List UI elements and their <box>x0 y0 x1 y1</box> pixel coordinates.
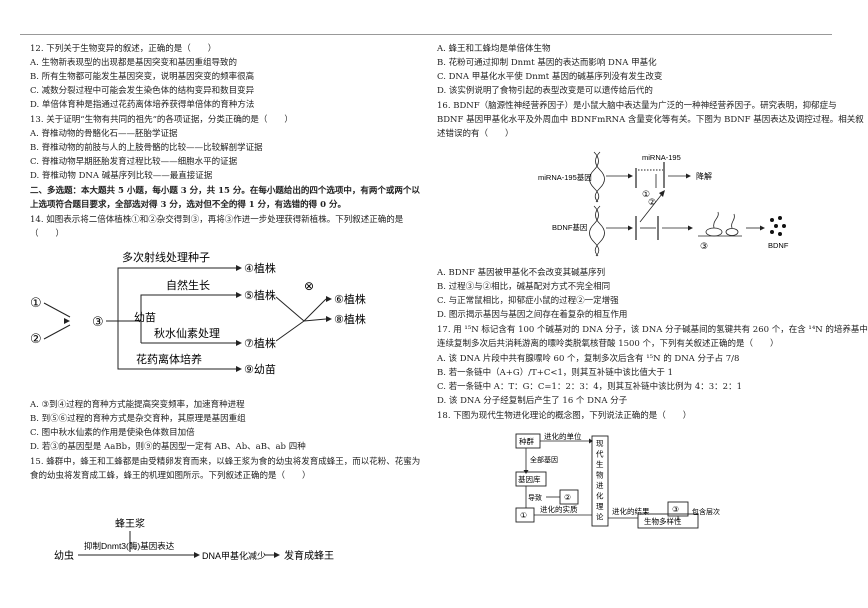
q13-option-a: A. 脊椎动物的骨骼化石——胚胎学证据 <box>30 129 178 139</box>
q17-option-d: D. 该 DNA 分子经复制后产生了 16 个 DNA 分子 <box>437 396 628 406</box>
q16-stem-line3: 述错误的有（ ） <box>437 129 514 139</box>
node-9-seedling: ⑨幼苗 <box>244 363 276 376</box>
q13-option-c: C. 脊椎动物早期胚胎发育过程比较——细胞水平的证据 <box>30 157 238 167</box>
q18-concept-map: 种群 进化的单位 全部基因 基因库 导致 ② ① 进化的实质 现代生物进化理论 … <box>515 431 720 529</box>
q17-stem-line1: 17. 用 ¹⁵N 标记含有 100 个碱基对的 DNA 分子，该 DNA 分子… <box>437 325 868 335</box>
circle-label-1: ① <box>642 189 650 199</box>
q13-option-d: D. 脊椎动物 DNA 碱基序列比较——最直接证据 <box>30 171 213 181</box>
self-cross-symbol: ⊗ <box>304 279 314 293</box>
q15-stem-line1: 15. 蜂群中，蜂王和工蜂都是由受精卵发育而来，以蜂王浆为食的幼虫将发育成蜂王，… <box>30 457 421 467</box>
label-anther-culture: 花药离体培养 <box>136 352 202 366</box>
node-1: ① <box>30 295 42 310</box>
q15-option-b: B. 花粉可通过抑制 Dnmt 基因的表达而影响 DNA 甲基化 <box>437 58 657 68</box>
bdnf-protein-dots <box>770 216 786 236</box>
label-inhibit-dnmt3: 抑制Dnmt3(酶)基因表达 <box>84 541 175 551</box>
q13-option-b: B. 脊椎动物的前肢与人的上肢骨骼的比较——比较解剖学证据 <box>30 143 263 153</box>
q12-option-b: B. 所有生物都可能发生基因突变，说明基因突变的频率很高 <box>30 72 255 82</box>
label-biodiversity: 生物多样性 <box>644 516 682 526</box>
q15-option-a: A. 蜂王和工蜂均是单倍体生物 <box>437 44 551 54</box>
q16-bdnf-diagram: miRNA-195基因 miRNA-195 降解 ① ② BDNF基因 ③ BD… <box>538 151 789 257</box>
circle-label-2: ② <box>648 197 656 207</box>
label-larva: 幼虫 <box>54 549 74 562</box>
node-7-plant: ⑦植株 <box>244 336 276 350</box>
label-natural-growth: 自然生长 <box>166 278 210 292</box>
q16-option-d: D. 图示揭示基因与基因之间存在着复杂的相互作用 <box>437 310 628 320</box>
page-top-rule <box>20 34 832 35</box>
section2-heading-line2: 上选项符合题目要求，全部选对得 3 分，选对但不全的得 1 分，有选错的得 0 … <box>30 200 347 210</box>
box-theory <box>591 435 609 527</box>
label-mirna-195: miRNA-195 <box>642 153 681 162</box>
q17-stem-line2: 连续复制多次后共消耗游离的嘌呤类脱氧核苷酸 1500 个，下列有关叙述正确的是（… <box>437 339 779 349</box>
q14-option-a: A. ③到④过程的育种方式能提高突变频率，加速育种进程 <box>30 400 245 410</box>
q16-stem-line1: 16. BDNF（脑源性神经营养因子）是小鼠大脑中表达量为广泛的一种神经营养因子… <box>437 101 837 111</box>
q14-stem-line1: 14. 如图表示将二倍体植株①和②杂交得到③，再将③作进一步处理获得新植株。下列… <box>30 215 404 225</box>
label-population: 种群 <box>519 436 534 446</box>
label-unit-of-evolution: 进化的单位 <box>544 431 582 441</box>
q17-option-a: A. 该 DNA 片段中共有腺嘌呤 60 个，复制多次后含有 ¹⁵N 的 DNA… <box>437 354 740 364</box>
circle-label-3: ③ <box>700 241 708 251</box>
node-2: ② <box>30 331 42 346</box>
q13-stem: 13. 关于证明“生物有共同的祖先”的各项证据，分类正确的是（ ） <box>30 115 293 125</box>
q16-option-c: C. 与正常鼠相比，抑郁症小鼠的过程②一定增强 <box>437 296 619 306</box>
q15-mechanism-diagram: 蜂王浆 幼虫 抑制Dnmt3(酶)基因表达 DNA甲基化减少 发育成蜂王 <box>54 517 334 562</box>
label-bdnf: BDNF <box>768 241 789 250</box>
q14-option-c: C. 图中秋水仙素的作用是使染色体数目加倍 <box>30 428 195 438</box>
node-5-plant: ⑤植株 <box>244 288 276 302</box>
label-mirna-gene: miRNA-195基因 <box>538 172 592 182</box>
node-6-plant: ⑥植株 <box>334 292 366 306</box>
q12-stem: 12. 下列关于生物变异的叙述，正确的是（ ） <box>30 44 217 54</box>
label-all-genes: 全部基因 <box>530 455 558 464</box>
box-gene-pool <box>515 471 547 487</box>
box-biodiversity <box>637 513 699 529</box>
q14-option-b: B. 到⑤⑥过程的育种方式是杂交育种，其原理是基因重组 <box>30 414 246 424</box>
node-8-plant: ⑧植株 <box>334 312 366 326</box>
label-circle-1: ① <box>520 511 527 520</box>
label-colchicine: 秋水仙素处理 <box>154 326 220 340</box>
q16-stem-line2: BDNF 基因甲基化水平及外周血中 BDNFmRNA 含量变化等有关。下图为 B… <box>437 115 864 125</box>
q16-option-a: A. BDNF 基因被甲基化不会改变其碱基序列 <box>437 268 606 278</box>
ribosome-icon <box>698 211 742 237</box>
label-essence: 进化的实质 <box>540 504 578 514</box>
q14-option-d: D. 若③的基因型是 AaBb，则⑨的基因型一定有 AB、Ab、aB、ab 四种 <box>30 442 306 452</box>
q14-stem-line2: （ ） <box>30 229 65 239</box>
node-4-plant: ④植株 <box>244 261 276 275</box>
label-leads: 导致 <box>528 493 542 502</box>
label-theory-vertical: 现代生物进化理论 <box>596 439 604 522</box>
q14-breeding-diagram: ① ② ③ 多次射线处理种子 自然生长 幼苗 秋水仙素处理 花药离体培养 ④植株… <box>30 250 366 376</box>
q16-option-b: B. 过程③与②相比，碱基配对方式不完全相同 <box>437 282 611 292</box>
section2-heading-line1: 二、多选题：本大题共 5 小题，每小题 3 分，共 15 分。在每小题给出的四个… <box>30 186 420 196</box>
label-circle-2: ② <box>564 493 571 502</box>
label-includes: 包含层次 <box>692 507 720 516</box>
q12-option-c: C. 减数分裂过程中可能会发生染色体的结构变异和数目变异 <box>30 86 255 96</box>
label-develop-queen: 发育成蜂王 <box>284 549 334 562</box>
q12-option-d: D. 单倍体育种是指通过花药离体培养获得单倍体的育种方法 <box>30 100 255 110</box>
q17-option-c: C. 若一条链中 A：T：G：C=1：2：3：4，则其互补链中该比例为 4：3：… <box>437 382 742 392</box>
q18-stem: 18. 下图为现代生物进化理论的概念图，下列说法正确的是（ ） <box>437 411 692 421</box>
label-degrade: 降解 <box>696 171 712 181</box>
q17-option-b: B. 若一条链中（A+G）/T+C<1，则其互补链中该比值大于 1 <box>437 368 674 378</box>
label-circle-3: ③ <box>672 505 679 514</box>
mirna-dna-helix <box>589 151 605 203</box>
node-3: ③ <box>92 314 104 329</box>
q15-option-c: C. DNA 甲基化水平使 Dnmt 基因的碱基序列没有发生改变 <box>437 72 663 82</box>
q15-option-d: D. 该实例说明了食物引起的表型改变是可以遗传给后代的 <box>437 86 653 96</box>
label-gene-pool: 基因库 <box>518 474 541 484</box>
label-radiation: 多次射线处理种子 <box>122 250 210 264</box>
label-seedling: 幼苗 <box>134 311 156 324</box>
q12-option-a: A. 生物新表现型的出现都是基因突变和基因重组导致的 <box>30 58 238 68</box>
label-dna-methylation: DNA甲基化减少 <box>202 550 266 561</box>
label-result: 进化的结果 <box>612 506 650 516</box>
label-bdnf-gene: BDNF基因 <box>552 222 587 232</box>
bdnf-dna-helix <box>589 205 605 257</box>
label-royal-jelly: 蜂王浆 <box>115 517 145 530</box>
q15-stem-line2: 食的幼虫将发育成工蜂，蜂王的机理如图所示。下列叙述正确的是（ ） <box>30 471 311 481</box>
